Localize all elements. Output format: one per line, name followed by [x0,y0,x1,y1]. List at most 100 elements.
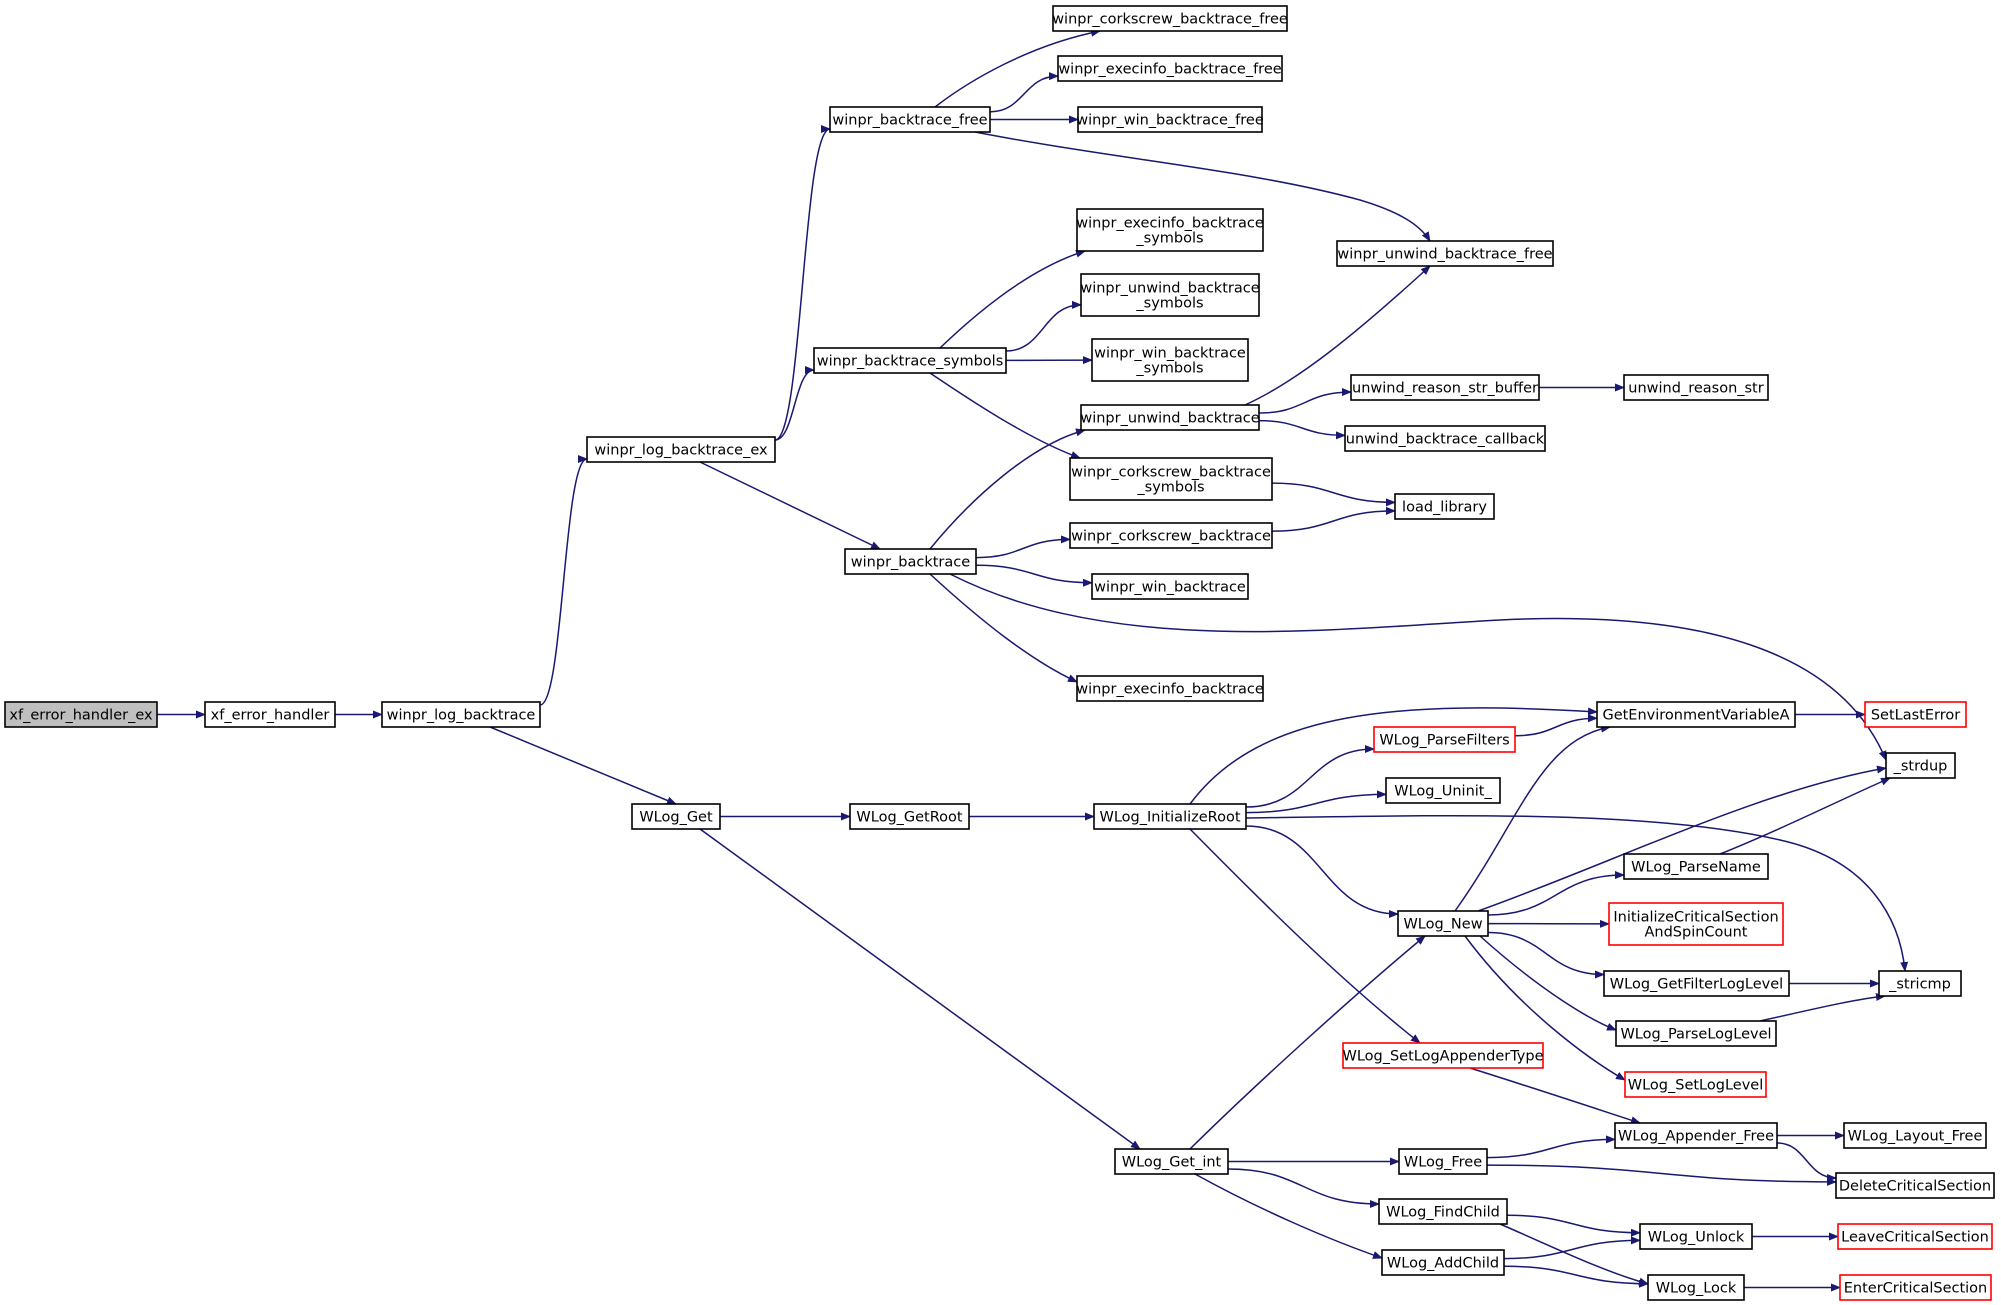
node-box [1839,1274,1992,1301]
edge-WLog_InitializeRoot-to-WLog_ParseFilters [1245,745,1375,808]
node-box [1069,457,1273,501]
node-label: _symbols [1135,296,1203,312]
node-WLog_SetLogLevel[interactable]: WLog_SetLogLevel [1624,1071,1767,1098]
node-box [849,803,970,830]
node-label: winpr_corkscrew_backtrace [1071,529,1271,545]
node-WLog_Get_int[interactable]: WLog_Get_int [1114,1148,1229,1175]
node-winpr_backtrace_free[interactable]: winpr_backtrace_free [829,106,991,133]
edge-winpr_log_backtrace-to-WLog_Get [489,726,677,805]
node-_strdup[interactable]: _strdup [1885,752,1956,779]
node-WLog_ParseName[interactable]: WLog_ParseName [1623,853,1769,880]
node-label: winpr_backtrace_symbols [817,354,1004,370]
node-LeaveCriticalSection[interactable]: LeaveCriticalSection [1837,1223,1993,1250]
node-EnterCriticalSection[interactable]: EnterCriticalSection [1839,1274,1992,1301]
node-winpr_log_backtrace_ex[interactable]: winpr_log_backtrace_ex [586,436,776,463]
node-WLog_Free[interactable]: WLog_Free [1398,1148,1488,1175]
edge-winpr_unwind_backtrace-to-unwind_reason_str_buffer [1258,388,1352,414]
node-unwind_reason_str_buffer[interactable]: unwind_reason_str_buffer [1350,374,1540,401]
node-box [1052,5,1288,32]
node-winpr_execinfo_backtrace_symbols[interactable]: winpr_execinfo_backtrace_symbols [1076,208,1264,252]
node-WLog_GetRoot[interactable]: WLog_GetRoot [849,803,970,830]
edge-WLog_InitializeRoot-to-WLog_SetLogAppenderType [1189,828,1421,1044]
node-WLog_ParseFilters[interactable]: WLog_ParseFilters [1373,726,1516,753]
node-label: winpr_execinfo_backtrace [1076,216,1264,232]
edge-WLog_Free-to-DeleteCriticalSection [1486,1164,1837,1186]
node-SetLastError[interactable]: SetLastError [1864,701,1967,728]
node-box [844,548,977,575]
node-label: winpr_log_backtrace [387,708,536,724]
node-winpr_unwind_backtrace_free[interactable]: winpr_unwind_backtrace_free [1336,240,1554,267]
node-label: EnterCriticalSection [1844,1281,1988,1297]
node-label: xf_error_handler [211,708,330,724]
node-winpr_corkscrew_backtrace[interactable]: winpr_corkscrew_backtrace [1069,522,1273,549]
node-WLog_Get[interactable]: WLog_Get [631,803,721,830]
node-WLog_Appender_Free[interactable]: WLog_Appender_Free [1614,1122,1778,1149]
node-DeleteCriticalSection[interactable]: DeleteCriticalSection [1835,1172,1995,1199]
node-winpr_win_backtrace[interactable]: winpr_win_backtrace [1091,573,1249,600]
node-WLog_ParseLogLevel[interactable]: WLog_ParseLogLevel [1615,1020,1777,1047]
node-box [1878,970,1962,997]
node-winpr_execinfo_backtrace_free[interactable]: winpr_execinfo_backtrace_free [1057,55,1283,82]
node-label: WLog_Free [1404,1155,1482,1171]
node-box [1091,573,1249,600]
node-label: AndSpinCount [1644,925,1747,941]
node-label: _strdup [1893,759,1948,775]
edge-WLog_InitializeRoot-to-WLog_Uninit_ [1245,790,1387,814]
node-WLog_Layout_Free[interactable]: WLog_Layout_Free [1843,1122,1987,1149]
node-label: winpr_corkscrew_backtrace_free [1052,12,1288,28]
edge-winpr_log_backtrace_ex-to-winpr_backtrace [699,461,881,550]
node-label: WLog_Get_int [1122,1155,1222,1171]
node-box [1398,1148,1488,1175]
edge-winpr_backtrace-to-winpr_win_backtrace [975,564,1093,587]
node-WLog_New[interactable]: WLog_New [1397,910,1489,937]
node-winpr_corkscrew_backtrace_free[interactable]: winpr_corkscrew_backtrace_free [1052,5,1288,32]
node-WLog_Lock[interactable]: WLog_Lock [1647,1274,1745,1301]
edge-WLog_Get_int-to-WLog_New [1189,935,1426,1150]
edges-layer [157,28,1909,1292]
node-box [1077,106,1263,133]
node-box [1639,1223,1753,1250]
node-winpr_corkscrew_backtrace_symbols[interactable]: winpr_corkscrew_backtrace_symbols [1069,457,1273,501]
node-label: unwind_reason_str_buffer [1352,381,1538,397]
node-winpr_execinfo_backtrace[interactable]: winpr_execinfo_backtrace [1076,675,1264,702]
node-load_library[interactable]: load_library [1394,493,1495,520]
edge-WLog_Appender_Free-to-DeleteCriticalSection [1776,1142,1837,1182]
edge-winpr_backtrace-to-_strdup [949,573,1887,761]
node-unwind_reason_str[interactable]: unwind_reason_str [1623,374,1769,401]
node-box [1076,675,1264,702]
edge-WLog_SetLogAppenderType-to-WLog_Appender_Free [1469,1067,1641,1125]
node-label: winpr_win_backtrace [1094,580,1246,596]
node-xf_error_handler[interactable]: xf_error_handler [204,701,336,728]
node-box [1623,853,1769,880]
node-winpr_unwind_backtrace[interactable]: winpr_unwind_backtrace [1080,404,1260,431]
node-winpr_unwind_backtrace_symbols[interactable]: winpr_unwind_backtrace_symbols [1080,273,1260,317]
node-WLog_Unlock[interactable]: WLog_Unlock [1639,1223,1753,1250]
node-winpr_backtrace_symbols[interactable]: winpr_backtrace_symbols [813,347,1007,374]
node-label: WLog_Lock [1656,1281,1737,1297]
node-xf_error_handler_ex[interactable]: xf_error_handler_ex [4,701,158,728]
node-box [813,347,1007,374]
node-label: xf_error_handler_ex [9,708,153,724]
node-GetEnvironmentVariableA[interactable]: GetEnvironmentVariableA [1596,701,1796,728]
node-WLog_AddChild[interactable]: WLog_AddChild [1381,1249,1505,1276]
node-label: load_library [1402,500,1487,516]
node-WLog_FindChild[interactable]: WLog_FindChild [1378,1198,1508,1225]
node-WLog_Uninit_[interactable]: WLog_Uninit_ [1385,777,1501,804]
node-label: unwind_reason_str [1628,381,1763,397]
node-winpr_win_backtrace_free[interactable]: winpr_win_backtrace_free [1076,106,1264,133]
node-_stricmp[interactable]: _stricmp [1878,970,1962,997]
node-box [1397,910,1489,937]
node-WLog_GetFilterLogLevel[interactable]: WLog_GetFilterLogLevel [1603,970,1790,997]
node-winpr_win_backtrace_symbols[interactable]: winpr_win_backtrace_symbols [1091,338,1249,382]
node-WLog_InitializeRoot[interactable]: WLog_InitializeRoot [1093,803,1247,830]
node-WLog_SetLogAppenderType[interactable]: WLog_SetLogAppenderType [1342,1042,1544,1069]
edge-WLog_New-to-GetEnvironmentVariableA [1454,724,1611,912]
node-label: winpr_backtrace_free [832,113,987,129]
node-label: _symbols [1135,231,1203,247]
node-winpr_backtrace[interactable]: winpr_backtrace [844,548,977,575]
node-unwind_backtrace_callback[interactable]: unwind_backtrace_callback [1344,425,1546,452]
node-box [1624,1071,1767,1098]
edge-winpr_backtrace_symbols-to-winpr_unwind_backtrace_symbols [1005,300,1082,352]
node-winpr_log_backtrace[interactable]: winpr_log_backtrace [381,701,541,728]
